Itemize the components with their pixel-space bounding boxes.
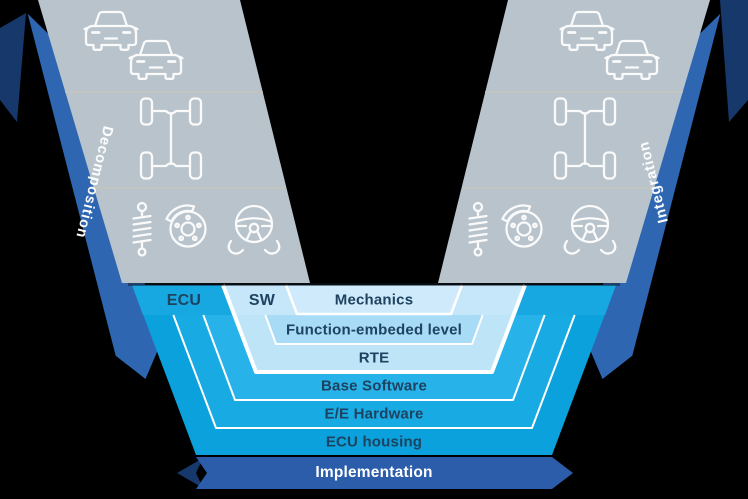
steering-wheel-icon (563, 204, 617, 255)
banner-fold-accent (177, 458, 203, 488)
chassis-icon (139, 97, 203, 180)
chassis-icon (553, 97, 617, 180)
v-stack (128, 283, 620, 455)
layer-label-mechanics: Mechanics (334, 291, 414, 309)
layer-label-ee-hardware: E/E Hardware (324, 405, 424, 423)
brake-disc-icon (165, 204, 207, 248)
car-icon (604, 39, 660, 80)
banner-label-implementation: Implementation (315, 464, 433, 481)
implementation-banner (177, 457, 573, 489)
banner-shape (196, 457, 573, 489)
car-icon (83, 10, 139, 51)
sw-group-header-right (451, 285, 525, 315)
decomposition-ribbon (27, 2, 161, 380)
car-icon (128, 39, 184, 80)
brake-disc-icon (501, 204, 543, 248)
left-capability-band (38, 0, 310, 283)
separator-rte-thick (221, 284, 527, 374)
ecu-group-header-left (132, 285, 234, 315)
group-label-sw: SW (248, 292, 276, 309)
separator-base-software (202, 314, 546, 401)
integration-ribbon (587, 2, 721, 380)
separator-function-embeded (264, 314, 484, 345)
band-icons (83, 10, 660, 257)
suspension-spring-icon (132, 201, 152, 257)
left-band-shape (38, 0, 310, 283)
layer-mechanics (286, 285, 462, 314)
steering-wheel-icon (227, 204, 281, 255)
car-icon (559, 10, 615, 51)
top-edge-shadow (128, 283, 620, 286)
layer-label-rte: RTE (358, 349, 390, 367)
layer-label-function-embeded: Function-embeded level (285, 321, 463, 338)
layer-separators (172, 284, 576, 429)
separator-mechanics (284, 284, 464, 316)
ecu-group-header-right (514, 285, 616, 315)
layer-label-ecu-housing: ECU housing (325, 433, 423, 450)
separator-ee-hardware (172, 314, 576, 429)
left-ribbon-fold-accent (0, 13, 26, 122)
sw-group-header-left (223, 285, 297, 315)
group-label-ecu: ECU (166, 292, 202, 309)
layer-label-base-software: Base Software (321, 377, 427, 395)
right-ribbon-fold-accent (720, 0, 748, 122)
suspension-spring-icon (468, 201, 488, 257)
